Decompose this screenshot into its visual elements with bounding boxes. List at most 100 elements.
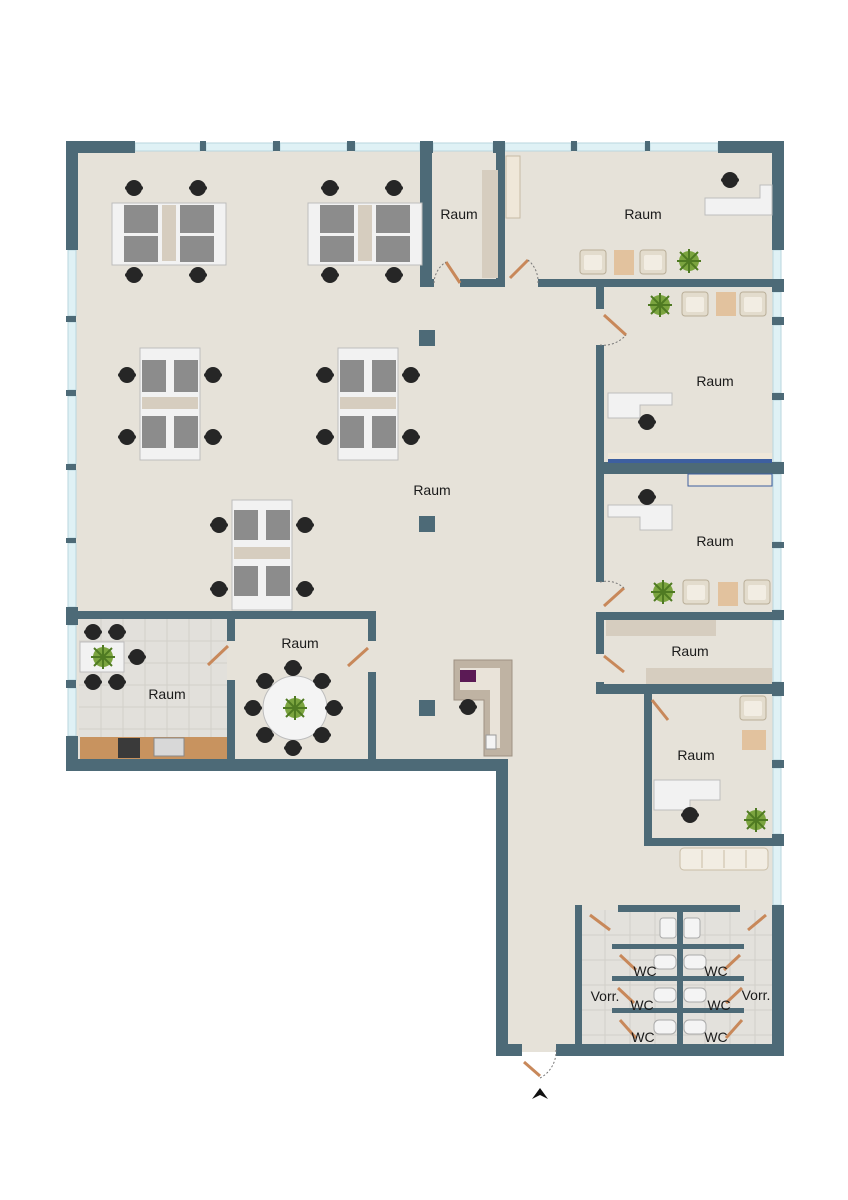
window bbox=[67, 687, 77, 737]
wall bbox=[644, 724, 652, 846]
wall bbox=[644, 694, 652, 724]
wall bbox=[645, 141, 650, 151]
label-main-office: Raum bbox=[413, 482, 450, 498]
sink-icon bbox=[153, 737, 185, 757]
desk-cluster bbox=[316, 347, 420, 461]
desk-cluster bbox=[111, 180, 227, 283]
wall bbox=[772, 317, 784, 325]
toilet-icon bbox=[683, 1019, 707, 1035]
label-room-right-3: Raum bbox=[671, 643, 708, 659]
wall bbox=[604, 462, 784, 474]
wall bbox=[66, 759, 508, 771]
wall bbox=[368, 611, 376, 641]
wall bbox=[618, 905, 740, 912]
wall bbox=[200, 141, 206, 151]
wall bbox=[66, 611, 376, 619]
toilet-icon bbox=[653, 954, 677, 970]
wall bbox=[612, 1008, 744, 1013]
wall bbox=[420, 279, 434, 287]
label-room-right-4: Raum bbox=[677, 747, 714, 763]
shelf bbox=[505, 155, 521, 219]
door bbox=[589, 913, 611, 932]
sink-icon bbox=[683, 917, 701, 939]
wall bbox=[596, 345, 604, 582]
wall bbox=[66, 390, 76, 396]
window bbox=[772, 291, 782, 318]
window bbox=[772, 547, 782, 611]
wall bbox=[496, 141, 505, 287]
window bbox=[67, 249, 77, 317]
window bbox=[772, 767, 782, 835]
label-room-right-1: Raum bbox=[696, 373, 733, 389]
shelf bbox=[606, 620, 716, 636]
window bbox=[432, 142, 494, 152]
door bbox=[444, 261, 462, 284]
reception-desk bbox=[453, 659, 513, 757]
entrance-arrow-icon bbox=[532, 1088, 548, 1099]
label-wc-5: WC bbox=[631, 1029, 654, 1045]
window bbox=[67, 542, 77, 608]
wall bbox=[596, 684, 784, 694]
door bbox=[602, 313, 628, 337]
kitchen-furniture bbox=[79, 624, 227, 759]
wall bbox=[718, 141, 784, 153]
wall bbox=[496, 1044, 522, 1056]
label-meeting: Raum bbox=[281, 635, 318, 651]
door bbox=[650, 699, 670, 721]
wall bbox=[772, 760, 784, 768]
window bbox=[772, 324, 782, 394]
window bbox=[772, 695, 782, 761]
wall bbox=[66, 141, 78, 250]
label-room-right-2: Raum bbox=[696, 533, 733, 549]
label-room-top-right: Raum bbox=[624, 206, 661, 222]
wall bbox=[66, 316, 76, 322]
door bbox=[747, 913, 767, 932]
door bbox=[602, 586, 626, 608]
label-wc-6: WC bbox=[704, 1029, 727, 1045]
label-wc-4: WC bbox=[707, 997, 730, 1013]
wall bbox=[66, 141, 135, 153]
desk-cluster bbox=[307, 180, 423, 283]
wall bbox=[772, 141, 784, 250]
label-kitchen: Raum bbox=[148, 686, 185, 702]
door bbox=[722, 953, 742, 972]
wall bbox=[420, 141, 432, 283]
wall bbox=[612, 976, 744, 981]
wall bbox=[596, 612, 604, 654]
wall bbox=[496, 759, 508, 1056]
label-vorraum-left: Vorr. bbox=[591, 988, 620, 1004]
desk-cluster bbox=[210, 499, 314, 611]
door bbox=[618, 1019, 638, 1039]
toilet-icon bbox=[683, 987, 707, 1003]
walls bbox=[66, 141, 784, 1056]
shelf bbox=[482, 170, 498, 278]
window bbox=[205, 142, 274, 152]
wall bbox=[227, 680, 235, 768]
window bbox=[67, 321, 77, 391]
door bbox=[508, 258, 530, 280]
toilet-icon bbox=[683, 954, 707, 970]
wall bbox=[538, 279, 784, 287]
wall bbox=[644, 838, 784, 846]
wall bbox=[575, 905, 582, 1056]
label-wc-2: WC bbox=[704, 963, 727, 979]
office-furniture bbox=[607, 473, 773, 606]
toilet-icon bbox=[653, 1019, 677, 1035]
wall bbox=[273, 141, 280, 151]
office-furniture bbox=[653, 695, 769, 833]
wall bbox=[596, 287, 604, 309]
stove-icon bbox=[118, 738, 140, 758]
wall bbox=[772, 905, 784, 1056]
label-room-top-small: Raum bbox=[440, 206, 477, 222]
room-labels: Raum Raum Raum Raum Raum Raum Raum Raum … bbox=[148, 206, 770, 1045]
window bbox=[504, 142, 572, 152]
label-wc-1: WC bbox=[633, 963, 656, 979]
door bbox=[603, 654, 625, 674]
doors bbox=[206, 258, 767, 1079]
wall bbox=[368, 672, 376, 768]
column bbox=[419, 516, 435, 532]
door bbox=[206, 644, 230, 667]
label-wc-3: WC bbox=[630, 997, 653, 1013]
wall bbox=[596, 612, 784, 620]
